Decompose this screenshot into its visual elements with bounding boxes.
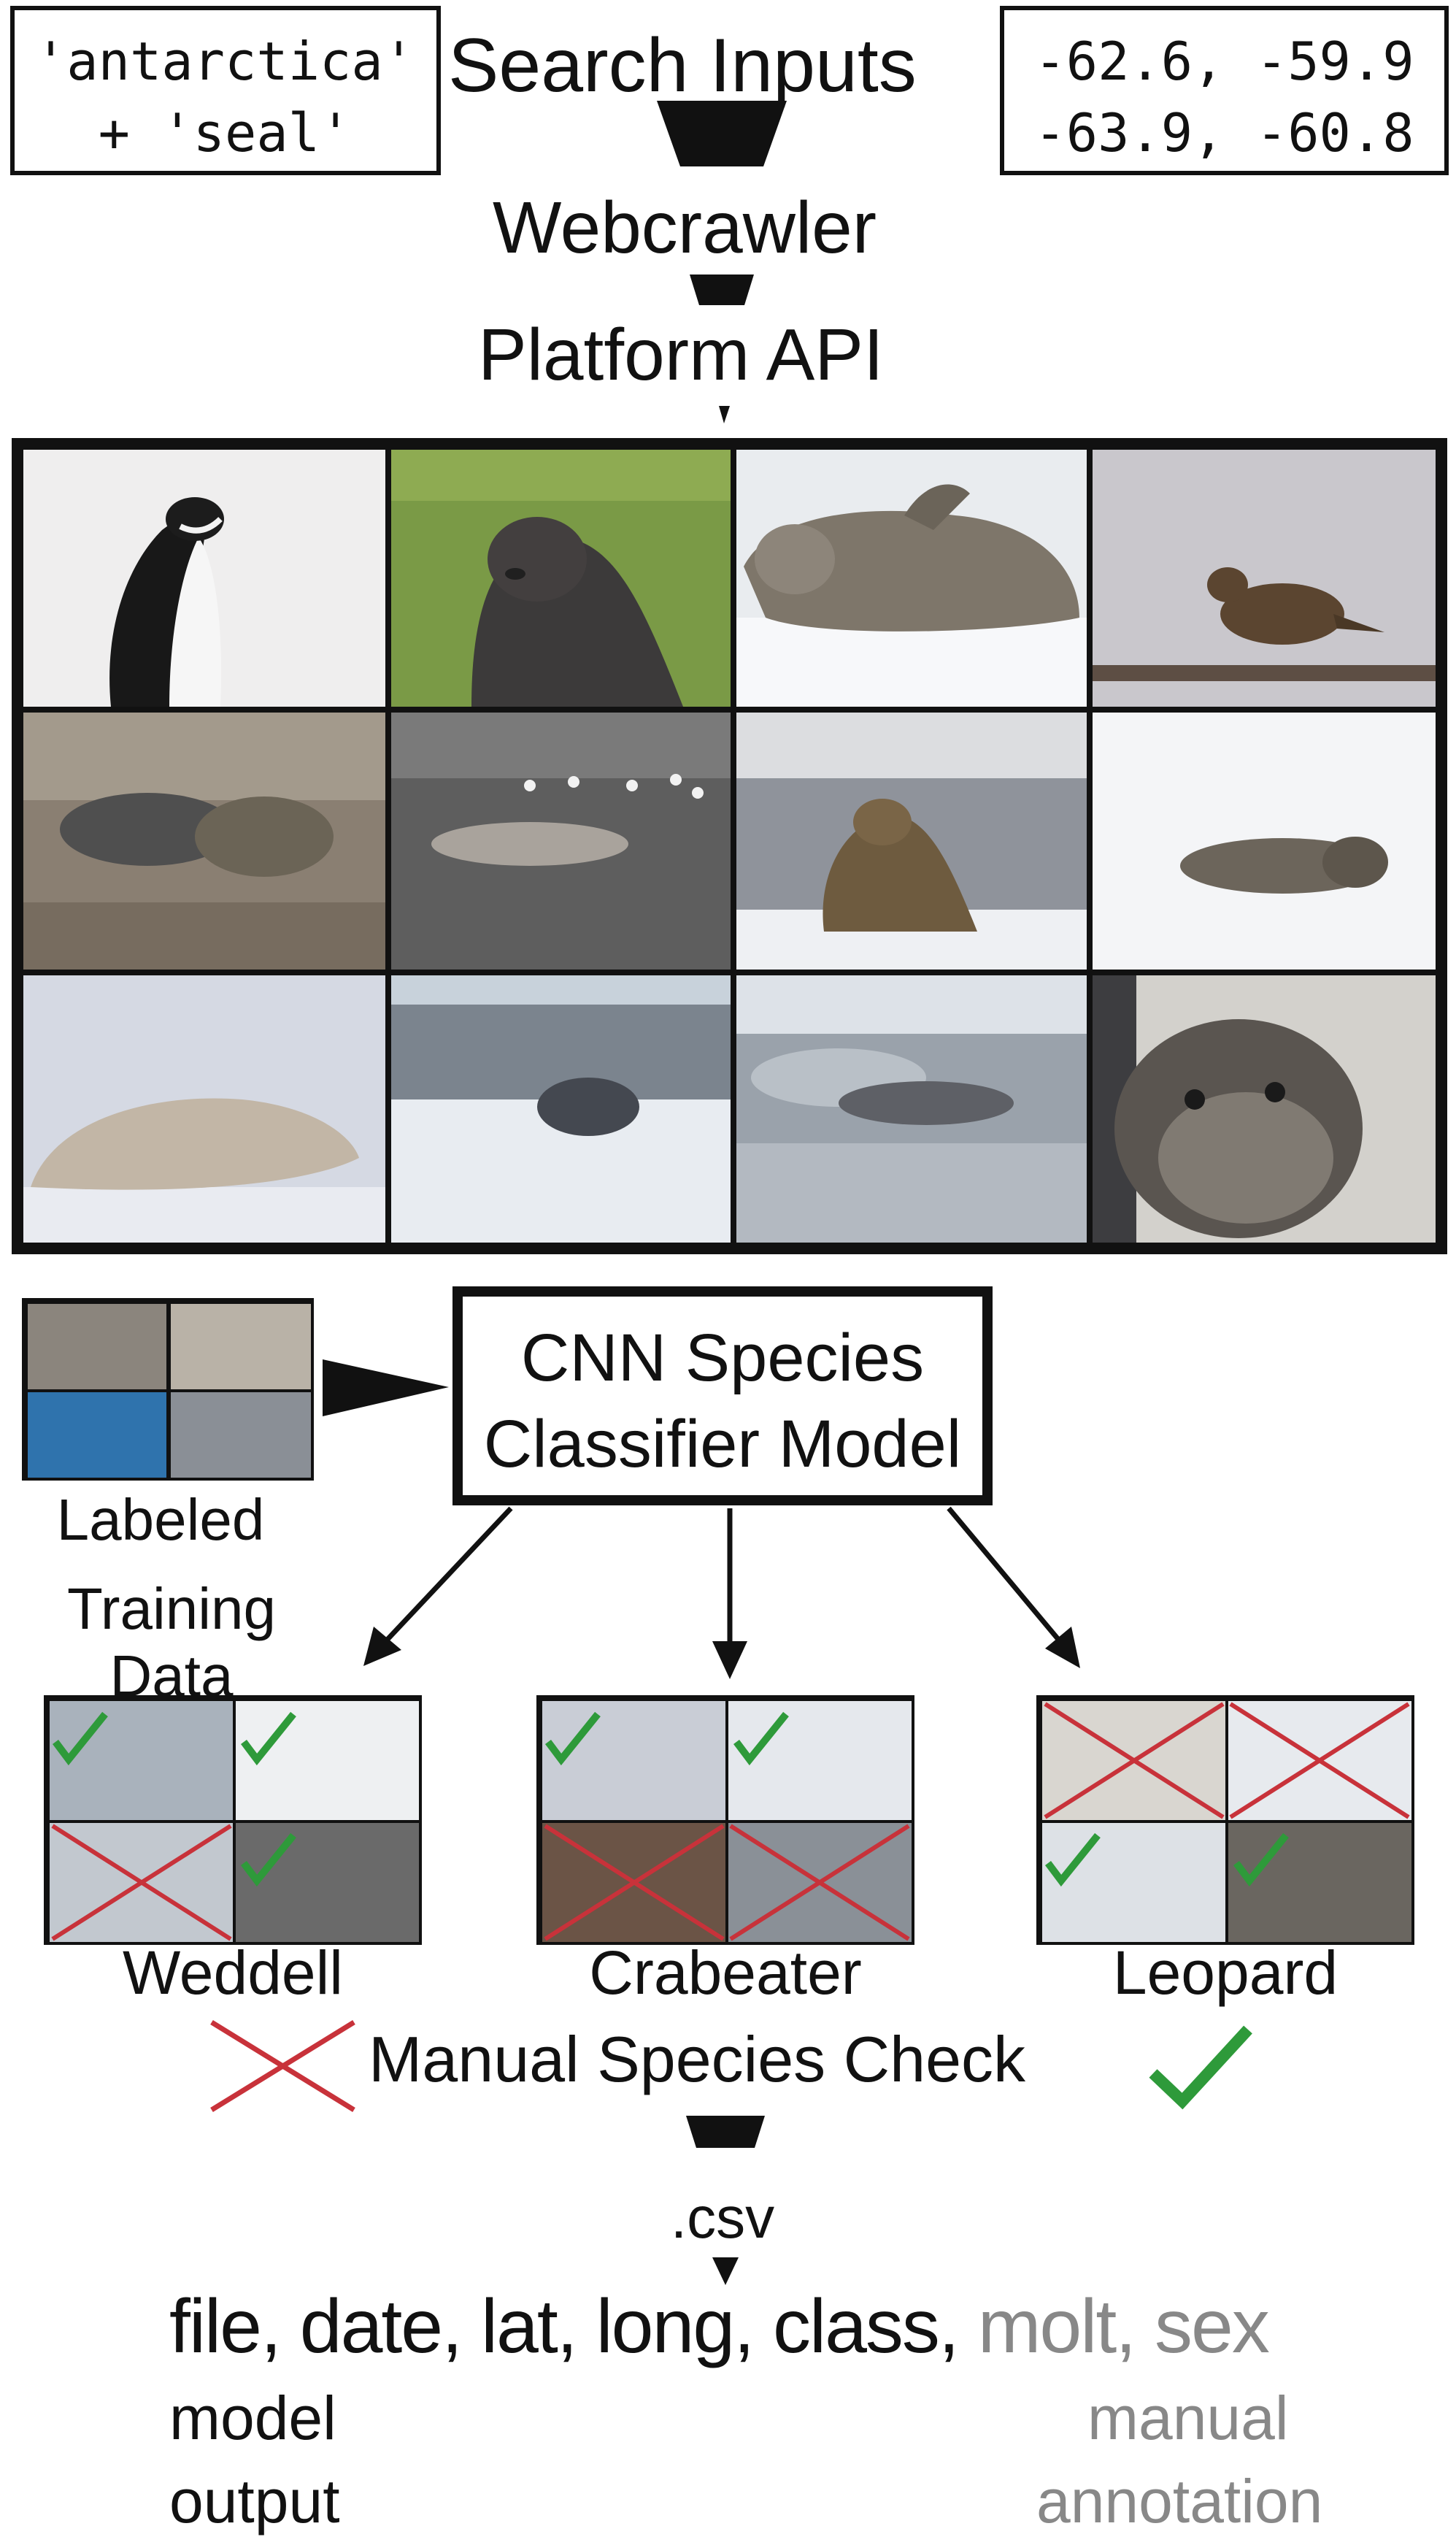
classifier-line2: Classifier Model <box>483 1407 962 1481</box>
keyword-line1: 'antarctica' <box>34 31 415 92</box>
webcrawler-label: Webcrawler <box>493 187 877 269</box>
photo-chinstrap-penguin <box>23 450 385 707</box>
photo-seal-lying-snow <box>1093 713 1436 970</box>
class-label-crabeater: Crabeater <box>589 1938 862 2007</box>
leopard-grid <box>1036 1695 1414 1945</box>
funnel-shape-webcrawler <box>690 275 754 305</box>
arrow-head-leopard <box>1045 1627 1080 1668</box>
cross-icon <box>544 1824 725 1941</box>
search-inputs-title: Search Inputs <box>448 23 917 108</box>
manual-label-line1: manual <box>1087 2384 1289 2452</box>
pointer-csv <box>712 2257 739 2285</box>
check-icon <box>53 1711 108 1766</box>
photo-elephant-seals-rocks <box>23 713 385 970</box>
model-fields-text: file, date, lat, long, class, <box>169 2284 960 2369</box>
weddell-grid <box>44 1695 422 1945</box>
arrow-line-leopard <box>947 1506 1066 1648</box>
training-label-line1: Labeled <box>56 1487 265 1552</box>
pointer-platform <box>719 406 730 423</box>
manual-fields-text: molt, sex <box>977 2284 1270 2369</box>
csv-label: .csv <box>670 2185 775 2250</box>
funnel-shape-manual <box>686 2116 765 2148</box>
cross-icon <box>210 2020 355 2112</box>
training-data-thumbnail <box>22 1298 314 1481</box>
coords-line2: -63.9, -60.8 <box>1034 102 1414 164</box>
photo-seal-on-rocks <box>736 975 1087 1243</box>
manual-label-line2: annotation <box>1036 2467 1323 2536</box>
platform-api-label: Platform API <box>478 314 884 396</box>
photo-seal-with-penguins <box>391 713 731 970</box>
image-grid <box>12 438 1447 1254</box>
check-icon <box>1149 2025 1252 2110</box>
model-output-fields: file, date, lat, long, class, molt, sex <box>169 2284 1270 2371</box>
photo-weddell-seal-snow <box>736 450 1087 707</box>
photo-seal-sitting-snow <box>736 713 1087 970</box>
photo-fur-seal-grass <box>391 450 731 707</box>
classifier-line1: CNN Species <box>520 1321 925 1395</box>
arrow-line-weddell <box>379 1506 513 1648</box>
coordinates-input-box: -62.6, -59.9 -63.9, -60.8 <box>1000 6 1449 175</box>
model-label-line2: output <box>169 2467 340 2536</box>
coords-line1: -62.6, -59.9 <box>1034 31 1414 92</box>
photo-leopard-seal-closeup <box>1093 975 1436 1243</box>
cross-icon <box>729 1824 910 1941</box>
cross-icon <box>1229 1702 1410 1819</box>
training-to-classifier-arrow <box>323 1359 449 1416</box>
keyword-input-box: 'antarctica' + 'seal' <box>10 6 441 175</box>
funnel-shape-search <box>657 101 787 166</box>
check-icon <box>733 1711 789 1766</box>
training-label-line2: Training Data <box>66 1576 277 1708</box>
photo-seal-ice-floe <box>391 975 731 1243</box>
check-icon <box>241 1711 296 1766</box>
check-icon <box>1233 1832 1289 1887</box>
cross-icon <box>51 1824 232 1941</box>
arrow-head-weddell <box>363 1627 401 1666</box>
manual-check-label: Manual Species Check <box>369 2023 1026 2095</box>
photo-skua-bird <box>1093 450 1436 707</box>
photo-crabeater-seal-ice <box>23 975 385 1243</box>
class-label-leopard: Leopard <box>1112 1938 1338 2007</box>
check-icon <box>241 1832 296 1887</box>
check-icon <box>1045 1832 1101 1887</box>
model-label-line1: model <box>169 2384 336 2452</box>
arrow-head-crabeater <box>712 1641 747 1679</box>
cross-icon <box>1044 1702 1225 1819</box>
check-icon <box>545 1711 601 1766</box>
keyword-line2: + 'seal' <box>98 102 352 164</box>
class-label-weddell: Weddell <box>123 1938 343 2007</box>
crabeater-grid <box>536 1695 914 1945</box>
classifier-box: CNN Species Classifier Model <box>452 1286 993 1505</box>
